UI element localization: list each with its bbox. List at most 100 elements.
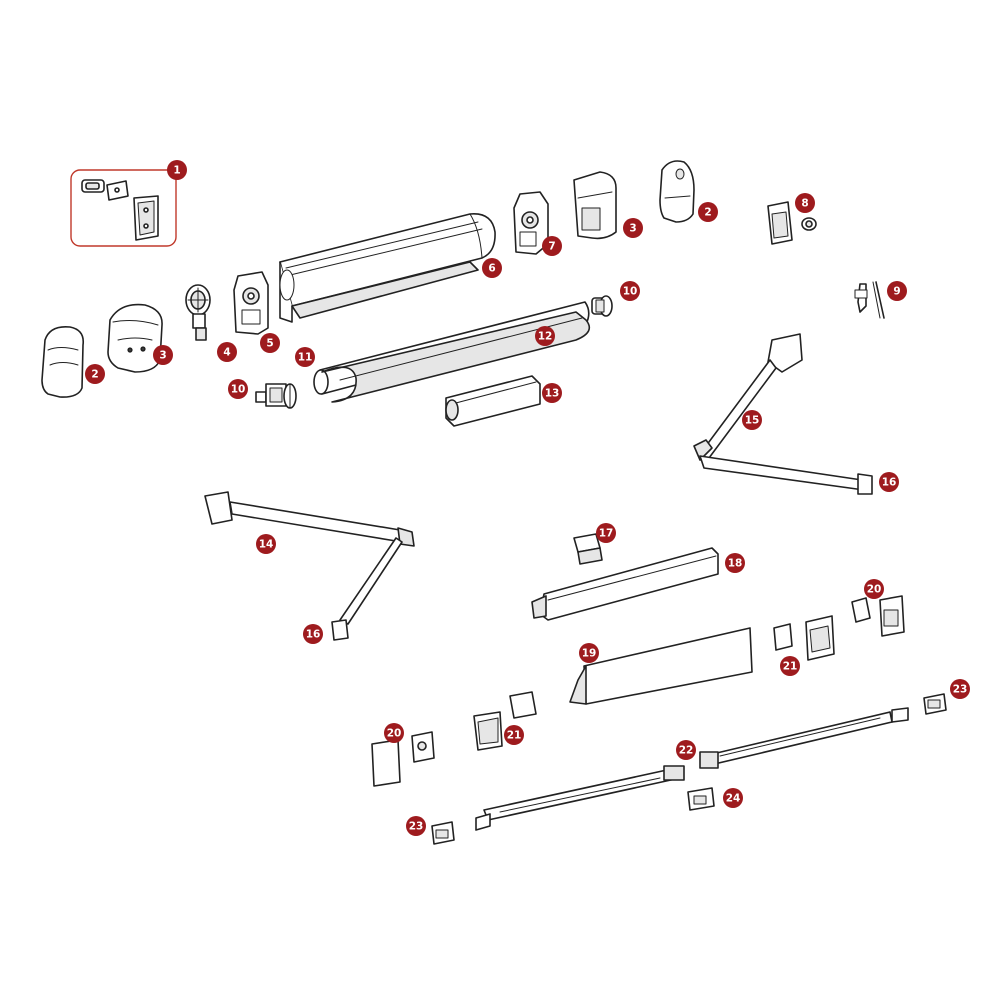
callout-badge-circle	[295, 347, 315, 367]
callout-badge-2: 2	[698, 202, 718, 222]
part-2-end-cap-right	[659, 160, 695, 223]
callout-badge-10: 10	[620, 281, 640, 301]
callout-badge-14: 14	[256, 534, 276, 554]
callout-badge-15: 15	[742, 410, 762, 430]
part-14-arm-left	[204, 491, 415, 641]
callout-badge-circle	[887, 281, 907, 301]
group-box-part-1	[70, 169, 177, 247]
callout-number: 11	[298, 352, 313, 364]
callout-number: 20	[867, 584, 882, 596]
callout-badge-21: 21	[504, 725, 524, 745]
part-2-end-cap-left	[41, 325, 85, 398]
part-7-gear-housing-right	[513, 191, 549, 255]
callout-number: 3	[159, 350, 166, 362]
part-10-roller-drive-lower	[255, 383, 297, 409]
callout-badges: 1223345678910101112131415161617181920202…	[85, 160, 970, 836]
part-6-cassette-housing	[279, 213, 496, 323]
callout-badge-circle	[579, 643, 599, 663]
part-3-end-cover-right	[573, 171, 617, 240]
part-24-connector	[687, 787, 715, 811]
callout-badge-16: 16	[879, 472, 899, 492]
callout-badge-circle	[864, 579, 884, 599]
callout-number: 21	[783, 661, 798, 673]
callout-badge-circle	[482, 258, 502, 278]
callout-number: 10	[231, 384, 246, 396]
part-18-front-profile	[531, 547, 719, 621]
callout-number: 13	[545, 388, 560, 400]
callout-badge-circle	[260, 333, 280, 353]
callout-badge-20: 20	[864, 579, 884, 599]
callout-badge-circle	[256, 534, 276, 554]
part-23-foot-right	[923, 693, 947, 715]
callout-number: 16	[882, 477, 897, 489]
callout-badge-circle	[879, 472, 899, 492]
part-21-end-bracket-left	[473, 691, 537, 751]
part-22-support-rail	[475, 707, 909, 831]
callout-badge-circle	[542, 236, 562, 256]
callout-badge-21: 21	[780, 656, 800, 676]
part-20-end-bracket-right	[851, 595, 905, 637]
callout-number: 4	[223, 347, 230, 359]
part-20-end-bracket-left	[371, 731, 435, 787]
callout-badge-3: 3	[153, 345, 173, 365]
part-19-valance	[569, 627, 753, 705]
callout-number: 17	[599, 528, 614, 540]
part-9-hook-pin	[854, 281, 885, 319]
callout-number: 19	[582, 648, 597, 660]
callout-number: 12	[538, 331, 553, 343]
callout-badge-11: 11	[295, 347, 315, 367]
callout-badge-2: 2	[85, 364, 105, 384]
callout-badge-12: 12	[535, 326, 555, 346]
callout-badge-10: 10	[228, 379, 248, 399]
callout-badge-5: 5	[260, 333, 280, 353]
callout-badge-circle	[504, 725, 524, 745]
callout-badge-circle	[725, 553, 745, 573]
callout-badge-9: 9	[887, 281, 907, 301]
callout-number: 20	[387, 728, 402, 740]
callout-badge-6: 6	[482, 258, 502, 278]
callout-badge-circle	[742, 410, 762, 430]
part-21-end-bracket-right	[773, 615, 835, 661]
callout-number: 2	[704, 207, 711, 219]
part-5-gear-housing	[233, 271, 269, 335]
callout-badge-circle	[950, 679, 970, 699]
callout-number: 2	[91, 369, 98, 381]
callout-badge-18: 18	[725, 553, 745, 573]
callout-number: 9	[893, 286, 900, 298]
callout-badge-24: 24	[723, 788, 743, 808]
callout-badge-4: 4	[217, 342, 237, 362]
part-4-drive-spindle	[185, 284, 211, 341]
callout-number: 10	[623, 286, 638, 298]
callout-number: 7	[548, 241, 555, 253]
callout-badge-16: 16	[303, 624, 323, 644]
callout-badge-13: 13	[542, 383, 562, 403]
callout-badge-circle	[596, 523, 616, 543]
part-3-end-cover-left	[107, 303, 163, 373]
callout-number: 8	[801, 198, 808, 210]
callout-badge-circle	[542, 383, 562, 403]
part-15-arm-right	[693, 333, 873, 495]
callout-number: 14	[259, 539, 274, 551]
callout-badge-circle	[406, 816, 426, 836]
callout-number: 5	[266, 338, 273, 350]
callout-badge-circle	[153, 345, 173, 365]
part-10-roller-end-upper	[591, 295, 613, 317]
callout-badge-circle	[217, 342, 237, 362]
part-8-bracket	[767, 201, 817, 245]
callout-badge-17: 17	[596, 523, 616, 543]
callout-badge-circle	[85, 364, 105, 384]
callout-badge-23: 23	[950, 679, 970, 699]
callout-badge-7: 7	[542, 236, 562, 256]
callout-number: 18	[728, 558, 743, 570]
callout-badge-23: 23	[406, 816, 426, 836]
callout-badge-circle	[623, 218, 643, 238]
callout-number: 16	[306, 629, 321, 641]
callout-number: 15	[745, 415, 760, 427]
callout-number: 21	[507, 730, 522, 742]
callout-badge-19: 19	[579, 643, 599, 663]
callout-badge-1: 1	[167, 160, 187, 180]
callout-number: 6	[488, 263, 495, 275]
callout-badge-circle	[723, 788, 743, 808]
